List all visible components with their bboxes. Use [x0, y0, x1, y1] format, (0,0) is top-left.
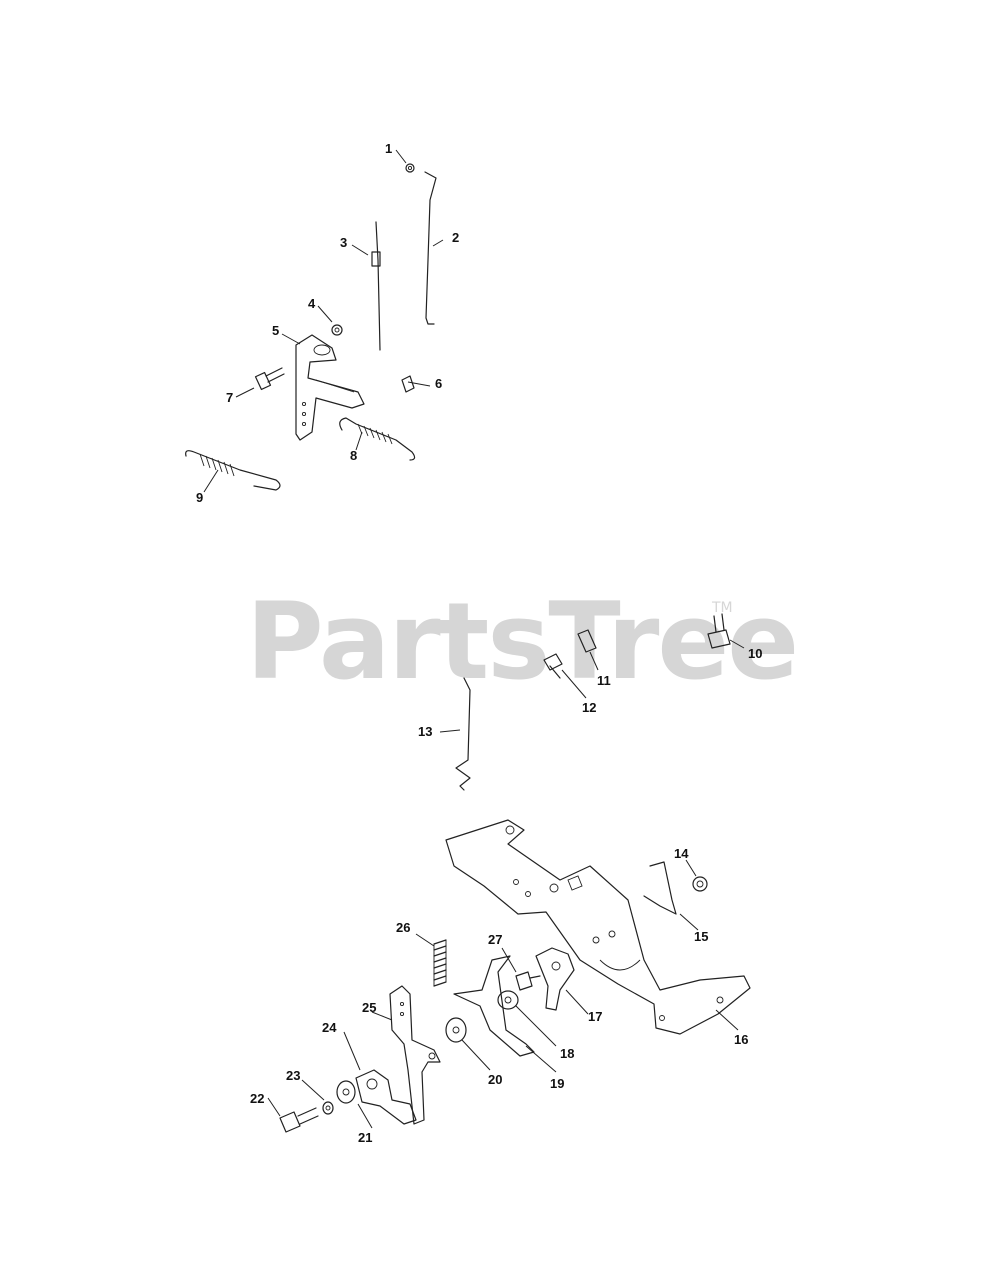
part-17-bellcrank: [535, 947, 575, 1011]
callout-26: 26: [396, 920, 410, 935]
callout-9: 9: [196, 490, 203, 505]
part-6-clip: [401, 375, 415, 393]
part-9-spring: [185, 450, 281, 491]
callout-11: 11: [597, 673, 611, 688]
watermark-brand: PartsTree: [246, 580, 797, 703]
part-5-lever: [295, 334, 365, 441]
callout-21: 21: [358, 1130, 372, 1145]
part-3-rod: [371, 221, 381, 351]
callout-25: 25: [362, 1000, 376, 1015]
callout-22: 22: [250, 1091, 264, 1106]
part-16-plate: [445, 819, 751, 1035]
part-1-nut: [405, 163, 415, 173]
watermark: PartsTree TM: [246, 580, 799, 703]
part-11-bracket: [577, 629, 597, 653]
part-22-bolt: [279, 1107, 319, 1133]
part-18-washer: [497, 990, 519, 1010]
part-4-nut: [331, 324, 343, 336]
callout-12: 12: [582, 700, 596, 715]
watermark-trademark: TM: [711, 600, 733, 616]
part-15-spring: [643, 861, 677, 915]
callout-6: 6: [435, 376, 442, 391]
callout-23: 23: [286, 1068, 300, 1083]
callout-17: 17: [588, 1009, 602, 1024]
callout-2: 2: [452, 230, 459, 245]
part-20-washer: [445, 1017, 467, 1043]
part-24-plate: [355, 1069, 417, 1125]
part-2-rod: [424, 171, 437, 325]
part-19-lever: [453, 955, 535, 1057]
callout-18: 18: [560, 1046, 574, 1061]
callout-5: 5: [272, 323, 279, 338]
part-25-lever: [389, 985, 441, 1125]
part-23-washer: [322, 1101, 334, 1115]
callout-19: 19: [550, 1076, 564, 1091]
callout-24: 24: [322, 1020, 337, 1035]
callout-4: 4: [308, 296, 316, 311]
part-27-screw: [515, 971, 541, 991]
callout-1: 1: [385, 141, 392, 156]
callout-10: 10: [748, 646, 762, 661]
part-26-spring: [433, 939, 447, 987]
part-13-rod: [455, 677, 471, 791]
callout-7: 7: [226, 390, 233, 405]
part-14-nut: [692, 876, 708, 892]
callout-13: 13: [418, 724, 432, 739]
callout-27: 27: [488, 932, 502, 947]
part-12-screw: [543, 653, 563, 679]
callout-20: 20: [488, 1072, 502, 1087]
callout-3: 3: [340, 235, 347, 250]
part-7-screw: [254, 367, 285, 391]
part-21-washer: [336, 1080, 356, 1104]
part-10-bolt: [707, 613, 731, 649]
callout-8: 8: [350, 448, 357, 463]
part-8-spring: [339, 417, 416, 461]
callout-15: 15: [694, 929, 708, 944]
callout-14: 14: [674, 846, 689, 861]
callout-labels: 1 2 3 4 5 6 7 8 9 10 11 12 13 14 15 16 1…: [196, 141, 762, 1145]
callout-16: 16: [734, 1032, 748, 1047]
